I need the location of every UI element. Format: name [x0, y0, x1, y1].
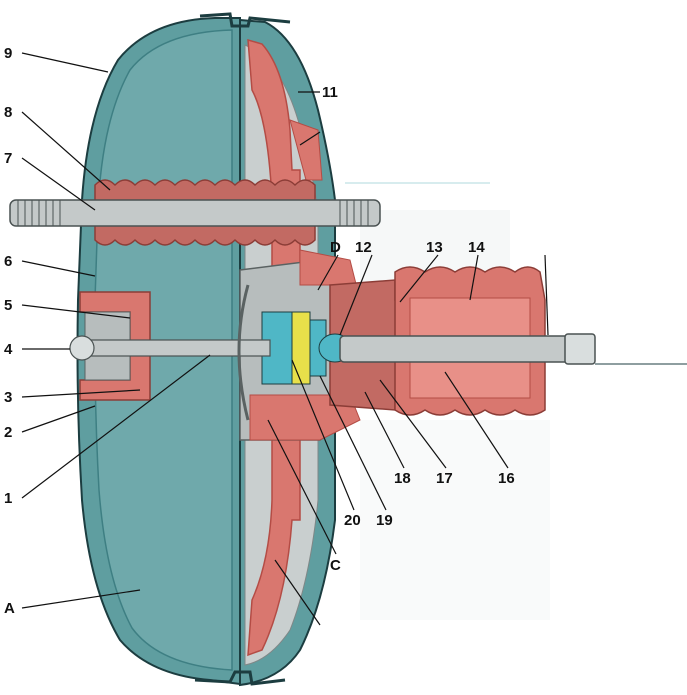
label-3: 3: [4, 389, 12, 406]
part-labels: 9 8 7 6 5 4 3 2 1 A 11 D 12 13 14 16 17 …: [4, 45, 515, 617]
label-c: C: [330, 557, 341, 574]
return-spring: [237, 284, 250, 421]
label-d: D: [330, 239, 341, 256]
diaphragm-plate: [289, 119, 323, 181]
input-rod-end: [564, 333, 596, 365]
label-18: 18: [394, 470, 411, 487]
stud-threads-left: [17, 200, 61, 226]
label-8: 8: [4, 104, 12, 121]
label-6: 6: [4, 253, 12, 270]
output-rod-1: [89, 339, 271, 357]
label-14: 14: [468, 239, 485, 256]
stud-7: [9, 199, 381, 227]
label-7: 7: [4, 150, 12, 167]
label-5: 5: [4, 297, 12, 314]
top-rim-seam: [199, 12, 291, 28]
label-9: 9: [4, 45, 12, 62]
bottom-rim-seam: [194, 670, 286, 686]
label-a: A: [4, 600, 15, 617]
background-scan-artifacts: [345, 182, 550, 620]
label-11: 11: [322, 84, 338, 101]
leader-lines: [21, 52, 549, 626]
label-20: 20: [344, 512, 361, 529]
label-2: 2: [4, 424, 12, 441]
rod-tip-4: [69, 335, 95, 361]
input-rod: [339, 335, 571, 363]
label-13: 13: [426, 239, 443, 256]
label-4: 4: [4, 341, 13, 358]
label-16: 16: [498, 470, 515, 487]
reaction-disc-yellow: [291, 311, 311, 385]
label-1: 1: [4, 490, 12, 507]
label-12: 12: [355, 239, 372, 256]
stud-threads-right: [339, 200, 369, 226]
label-19: 19: [376, 512, 393, 529]
label-17: 17: [436, 470, 453, 487]
